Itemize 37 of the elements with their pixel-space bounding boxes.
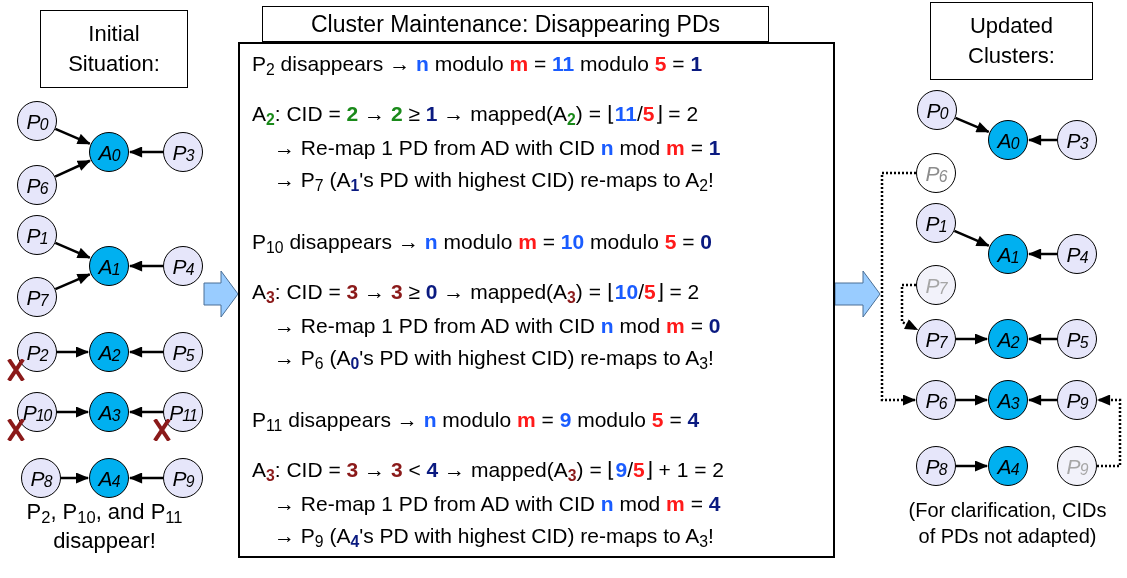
arrow bbox=[1027, 248, 1057, 260]
title-box: Updated Clusters: bbox=[930, 2, 1093, 80]
arrow bbox=[57, 346, 90, 358]
arrow bbox=[956, 333, 989, 345]
arrow bbox=[54, 159, 91, 178]
panel-text: A$_{2}$: CID = 2 → 2 ≥ 1 → mapped(A$_{2}$) = ⌊11/5⌋ = 2 bbox=[252, 101, 699, 127]
block-arrow bbox=[203, 270, 239, 318]
panel-text: P$_{10}$ disappears → n modulo m = 10 modulo 5 = 0 bbox=[252, 229, 712, 255]
panel-text: A$_{3}$: CID = 3 → 3 < 4 → mapped(A$_{3}$) = ⌊9/5⌋ + 1 = 2 bbox=[252, 457, 724, 483]
arrow bbox=[1027, 333, 1057, 345]
dotted-arrow bbox=[880, 171, 917, 406]
panel-text: → Re-map 1 PD from AD with CID n mod m = 4 bbox=[274, 491, 721, 517]
arrow bbox=[1027, 394, 1057, 406]
arrow bbox=[956, 394, 989, 406]
arrow bbox=[956, 460, 989, 472]
arrow bbox=[61, 472, 90, 484]
caption: (For clarification, CIDs of PDs not adapted) bbox=[907, 498, 1108, 549]
panel-text: → Re-map 1 PD from AD with CID n mod m = 1 bbox=[274, 135, 721, 161]
panel-text: → P$_{6}$ (A$_{0}$'s PD with highest CID) re-maps to A$_{3}$! bbox=[274, 345, 714, 371]
panel-text: → P$_{7}$ (A$_{1}$'s PD with highest CID) re-maps to A$_{2}$! bbox=[274, 167, 714, 193]
panel-text: A$_{3}$: CID = 3 → 3 ≥ 0 → mapped(A$_{3}$) = ⌊10/5⌋ = 2 bbox=[252, 279, 700, 305]
dotted-arrow bbox=[1096, 394, 1122, 468]
title-box: Initial Situation: bbox=[40, 10, 188, 88]
arrow bbox=[57, 406, 90, 418]
panel-text: → P$_{9}$ (A$_{4}$'s PD with highest CID) re-maps to A$_{3}$! bbox=[274, 523, 714, 549]
caption: P$_{2}$, P$_{10}$, and P$_{11}$ disappear! bbox=[25, 498, 184, 555]
panel-heading: Cluster Maintenance: Disappearing PDs bbox=[262, 6, 769, 42]
block-arrow bbox=[834, 270, 881, 318]
arrow bbox=[128, 406, 163, 418]
arrow bbox=[128, 260, 163, 272]
panel-text: P$_{2}$ disappears → n modulo m = 11 modulo 5 = 1 bbox=[252, 51, 703, 77]
arrow bbox=[1027, 134, 1057, 146]
arrow bbox=[128, 146, 163, 158]
panel-text: → Re-map 1 PD from AD with CID n mod m = 0 bbox=[274, 313, 721, 339]
arrow bbox=[128, 472, 163, 484]
arrow bbox=[128, 346, 163, 358]
panel-text: P$_{11}$ disappears → n modulo m = 9 modulo 5 = 4 bbox=[252, 407, 700, 433]
